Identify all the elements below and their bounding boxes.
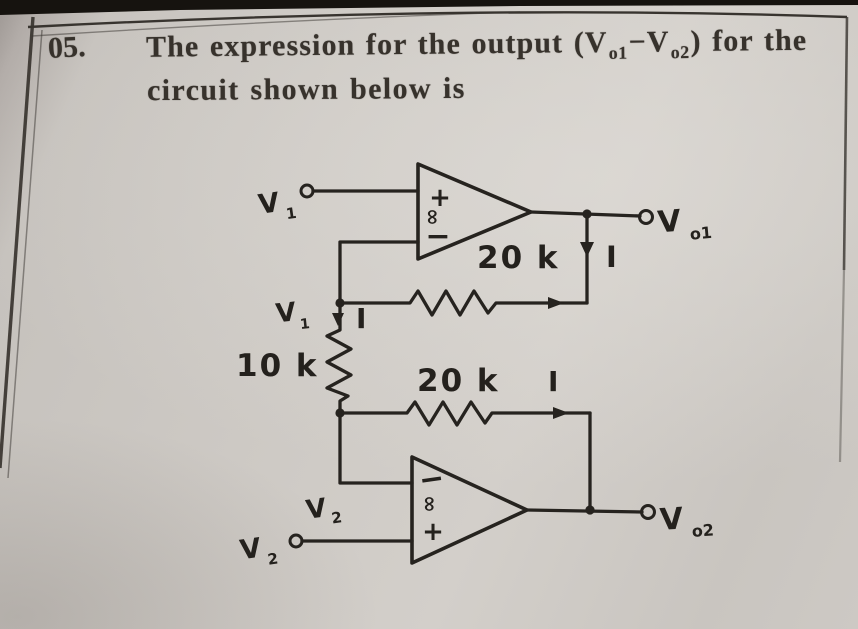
- question-number: 05.: [47, 30, 87, 65]
- opamp1-minus-label: −: [425, 219, 450, 254]
- arrow-feedback2: [553, 407, 569, 419]
- box-border-top-inner: [31, 11, 521, 37]
- opamp2-triangle: [410, 455, 529, 565]
- label-current-out1: I: [606, 240, 617, 274]
- wire-inverting2: [338, 411, 414, 485]
- question-subscript-o1: o1: [608, 42, 628, 63]
- opamp1-gain-label: ∞: [421, 208, 445, 226]
- label-resistor-20k-2: 20 k: [417, 363, 500, 399]
- terminal-v2: [288, 533, 304, 549]
- wire-feedback1: [338, 289, 589, 317]
- box-border-right: [842, 16, 849, 271]
- opamp2-minus-label: −: [417, 460, 447, 498]
- arrow-current-node1: [332, 313, 344, 326]
- label-resistor-10k: 10 k: [236, 348, 319, 384]
- box-border-right-fade: [838, 269, 846, 463]
- arrow-feedback1: [548, 297, 564, 309]
- terminal-v1: [299, 183, 315, 199]
- label-current-node1: I: [356, 302, 366, 335]
- arrow-current-out1: [580, 242, 594, 257]
- wire-inverting1: [338, 240, 420, 305]
- opamp1-triangle: [416, 162, 533, 261]
- question-subscript-o2: o2: [670, 42, 690, 63]
- terminal-vo1: [638, 209, 654, 225]
- question-text-part2: −V: [628, 25, 670, 59]
- opamp1-plus-label: +: [429, 183, 451, 213]
- box-border-top: [27, 11, 848, 29]
- terminal-vo2: [640, 504, 656, 520]
- wire-feedback2: [338, 400, 592, 427]
- label-resistor-20k-1: 20 k: [477, 240, 560, 276]
- box-border-left: [0, 16, 35, 469]
- question-text-part1: The expression for the output (V: [145, 25, 608, 64]
- question-line2: circuit shown below is: [146, 71, 466, 108]
- page-borders: [0, 0, 858, 479]
- resistor-10k: [325, 301, 353, 415]
- box-border-left-inner: [7, 29, 43, 479]
- label-current-feedback2: I: [548, 365, 558, 398]
- wire-opamp2-output: [525, 508, 644, 514]
- circuit-diagram: [288, 162, 656, 565]
- question-line1: The expression for the output (Vo1−Vo2) …: [146, 23, 856, 68]
- question-text-part3: ) for the: [690, 23, 808, 59]
- opamp2-gain-label: ∞: [418, 495, 442, 513]
- opamp2-plus-label: +: [422, 517, 444, 547]
- photo-top-edge-bar: [0, 0, 858, 15]
